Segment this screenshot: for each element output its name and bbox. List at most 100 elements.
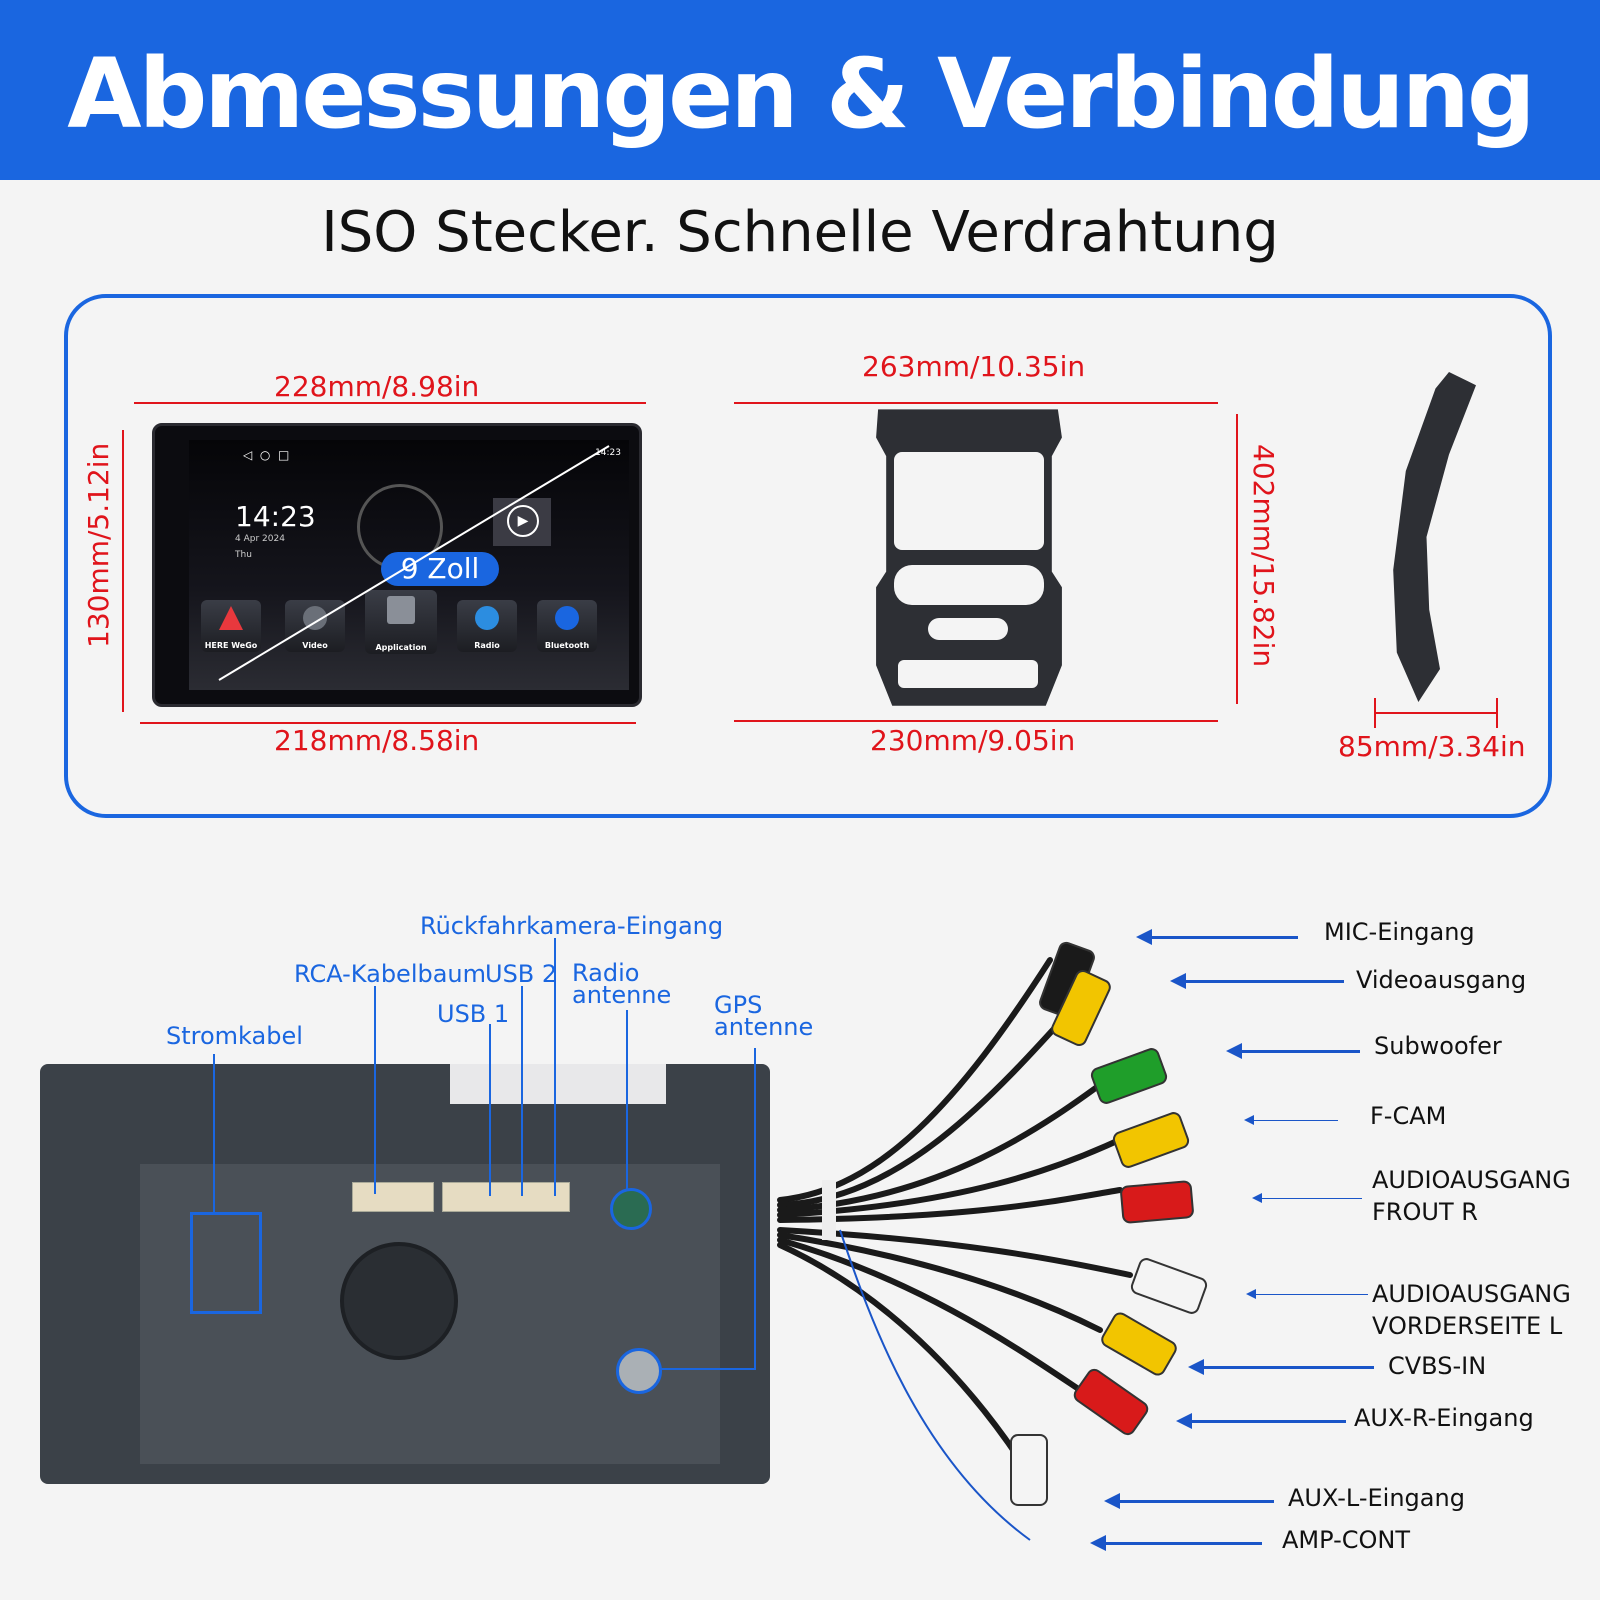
dash-frame xyxy=(876,409,1062,706)
frame-height-right: 402mm/15.82in xyxy=(1247,444,1280,668)
arrow-left-icon xyxy=(1246,1289,1368,1299)
dim-line xyxy=(734,720,1218,722)
page-title: Abmessungen & Verbindung xyxy=(67,38,1535,150)
label-line: VORDERSEITE L xyxy=(1372,1312,1563,1340)
nav-bar-icons: ◁ ○ □ xyxy=(243,448,290,462)
cooling-fan xyxy=(340,1242,458,1360)
dim-line xyxy=(1374,712,1498,714)
header-banner: Abmessungen & Verbindung xyxy=(0,0,1600,180)
head-unit-front: ◁ ○ □ 14:23 14:23 4 Apr 2024 Thu ▶ 9 Zol… xyxy=(152,423,642,707)
label-aux-r-input: AUX-R-Eingang xyxy=(1354,1404,1534,1432)
label-fcam: F-CAM xyxy=(1370,1102,1447,1130)
label-radio-antenna: Radio antenne xyxy=(572,959,672,1009)
aux-l-plug xyxy=(1010,1434,1048,1506)
page-subtitle: ISO Stecker. Schnelle Verdrahtung xyxy=(321,200,1279,265)
arrow-left-icon xyxy=(1090,1535,1262,1551)
label-gps-antenna: GPS antenne xyxy=(714,991,814,1041)
arrow-left-icon xyxy=(1226,1043,1360,1059)
label-line: GPS xyxy=(714,991,763,1019)
home-date: 4 Apr 2024 xyxy=(235,534,285,544)
pointer-line xyxy=(554,938,556,1196)
label-line: antenne xyxy=(572,981,672,1009)
arrow-left-icon xyxy=(1244,1115,1338,1125)
label-cvbs-in: CVBS-IN xyxy=(1388,1352,1487,1380)
app-label: HERE WeGo xyxy=(204,641,258,650)
arrow-left-icon xyxy=(1136,929,1298,945)
frame-width-top: 263mm/10.35in xyxy=(862,350,1086,383)
unit-width-bottom: 218mm/8.58in xyxy=(274,724,480,757)
label-video-out: Videoausgang xyxy=(1356,966,1527,994)
head-unit-back xyxy=(40,1064,770,1484)
status-time: 14:23 xyxy=(595,448,621,458)
app-bluetooth[interactable]: Bluetooth xyxy=(537,600,597,652)
pointer-line xyxy=(654,1368,756,1370)
frame-width-bottom: 230mm/9.05in xyxy=(870,724,1076,757)
app-label: Radio xyxy=(474,641,500,650)
arrow-left-icon xyxy=(1188,1359,1374,1375)
label-aux-l-input: AUX-L-Eingang xyxy=(1288,1484,1465,1512)
play-icon[interactable]: ▶ xyxy=(507,505,539,537)
label-subwoofer: Subwoofer xyxy=(1374,1032,1502,1060)
label-line: AUDIOAUSGANG xyxy=(1372,1166,1571,1194)
frame-depth: 85mm/3.34in xyxy=(1338,730,1526,763)
dim-line xyxy=(734,402,1218,404)
bluetooth-icon xyxy=(555,606,579,630)
label-amp-cont: AMP-CONT xyxy=(1282,1526,1410,1554)
label-line: AUDIOAUSGANG xyxy=(1372,1280,1571,1308)
pointer-line xyxy=(489,1024,491,1196)
rca-cable-harness xyxy=(777,957,1143,1541)
app-video[interactable]: Video xyxy=(285,600,345,652)
label-mic-input: MIC-Eingang xyxy=(1324,918,1475,946)
arrow-left-icon xyxy=(1176,1413,1346,1429)
audio-r-plug xyxy=(1119,1179,1195,1225)
media-widget[interactable]: ▶ xyxy=(493,498,551,546)
label-audio-out-r: AUDIOAUSGANG FROUT R xyxy=(1372,1164,1571,1228)
label-power-cable: Stromkabel xyxy=(166,1022,303,1050)
label-usb2: USB 2 xyxy=(485,960,558,988)
radio-icon xyxy=(475,606,499,630)
dimensions-frame xyxy=(64,294,1552,818)
serial-label xyxy=(450,1064,666,1104)
dim-line xyxy=(134,402,646,404)
dim-line xyxy=(1236,414,1238,704)
pointer-line xyxy=(626,1010,628,1190)
home-clock: 14:23 xyxy=(235,500,316,533)
app-here-wego[interactable]: HERE WeGo xyxy=(201,600,261,652)
radio-antenna-port xyxy=(610,1188,652,1230)
arrow-left-icon xyxy=(1170,973,1344,989)
app-label: Bluetooth xyxy=(544,641,590,650)
label-line: Radio xyxy=(572,959,640,987)
rca-connector xyxy=(352,1182,434,1212)
pointer-line xyxy=(521,986,523,1196)
label-rca: RCA-Kabelbaum xyxy=(294,960,487,988)
gps-antenna-port xyxy=(616,1348,662,1394)
label-audio-out-l: AUDIOAUSGANG VORDERSEITE L xyxy=(1372,1278,1571,1342)
dim-line xyxy=(1496,698,1498,728)
frame-opening xyxy=(894,565,1044,605)
app-application[interactable]: Application xyxy=(365,590,437,654)
pointer-line xyxy=(374,986,376,1194)
label-usb1: USB 1 xyxy=(437,1000,510,1028)
app-label: Application xyxy=(375,643,427,652)
arrow-left-icon xyxy=(1252,1193,1362,1203)
pointer-line xyxy=(754,1048,756,1370)
frame-opening xyxy=(928,618,1008,640)
app-label: Video xyxy=(302,641,328,650)
dim-line xyxy=(140,722,636,724)
home-day: Thu xyxy=(235,550,252,560)
label-line: FROUT R xyxy=(1372,1198,1478,1226)
dim-line xyxy=(1374,698,1376,728)
dim-line xyxy=(122,430,124,712)
app-radio[interactable]: Radio xyxy=(457,600,517,652)
frame-opening xyxy=(894,452,1044,550)
pointer-line xyxy=(213,1054,215,1214)
diagonal-line xyxy=(218,445,610,681)
unit-width-top: 228mm/8.98in xyxy=(274,370,480,403)
arrow-left-icon xyxy=(1104,1493,1274,1509)
usb-connectors xyxy=(442,1182,570,1212)
apps-grid-icon xyxy=(387,596,415,624)
unit-height-left: 130mm/5.12in xyxy=(82,442,115,648)
label-line: antenne xyxy=(714,1013,814,1041)
frame-opening xyxy=(898,660,1038,688)
size-badge: 9 Zoll xyxy=(381,552,499,586)
